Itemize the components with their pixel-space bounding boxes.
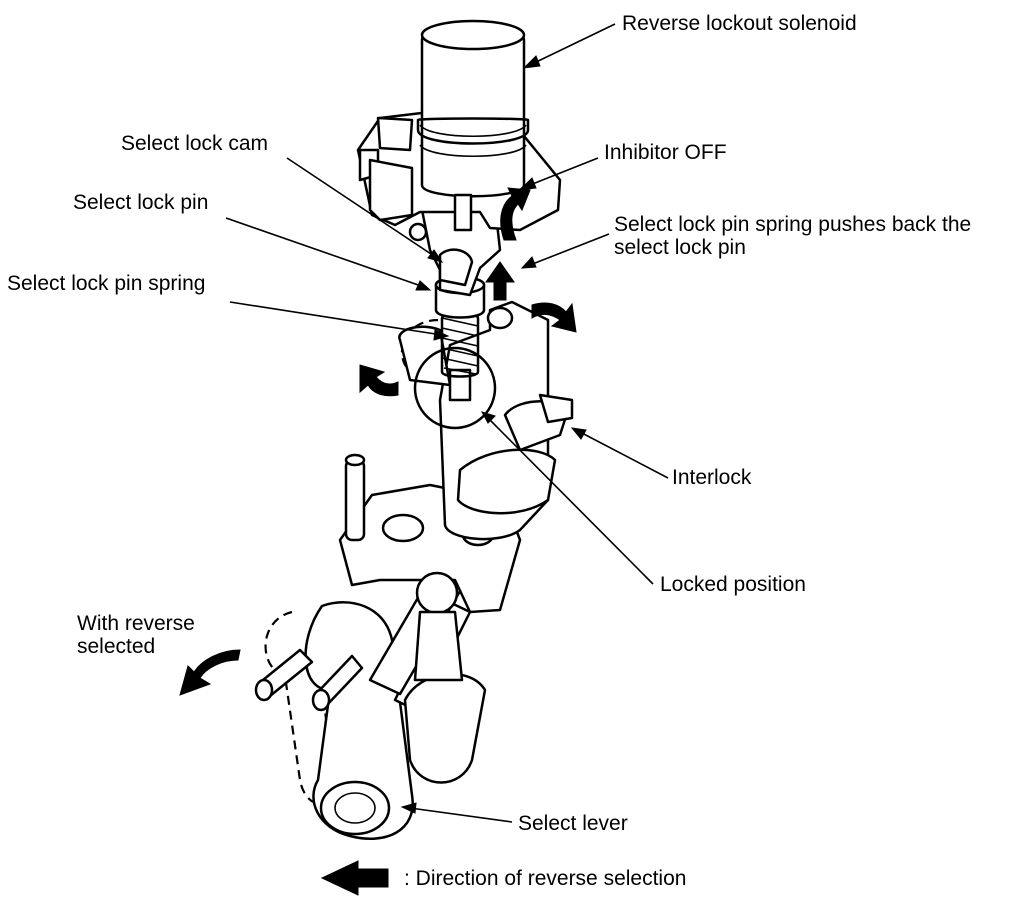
- leader-lines: [225, 23, 669, 823]
- motion-arrows: [179, 187, 577, 696]
- legend-text: : Direction of reverse selection: [404, 867, 686, 890]
- label-locked-position: Locked position: [660, 573, 806, 596]
- interlock-body: [398, 300, 574, 541]
- interlock-left-arrow: [359, 364, 399, 397]
- pin-push-arrow: [485, 261, 515, 301]
- inhibitor-off-arrow: [500, 187, 531, 241]
- locked-position-circle: [413, 346, 497, 430]
- label-spring-pushes-line1: Select lock pin spring pushes back the: [614, 213, 971, 236]
- legend-arrow-icon: [320, 860, 389, 896]
- label-select-lock-pin-spring: Select lock pin spring: [7, 272, 205, 295]
- label-with-reverse-line1: With reverse: [77, 612, 195, 635]
- label-select-lever: Select lever: [518, 812, 628, 835]
- label-inhibitor-off: Inhibitor OFF: [604, 141, 727, 164]
- label-with-reverse-line2: selected: [77, 635, 155, 658]
- label-spring-pushes-line2: select lock pin: [614, 236, 746, 259]
- label-select-lock-pin: Select lock pin: [73, 191, 208, 214]
- reverse-lockout-solenoid: [356, 19, 562, 232]
- legend: : Direction of reverse selection: [320, 860, 686, 896]
- label-reverse-lockout-solenoid: Reverse lockout solenoid: [622, 12, 857, 35]
- reverse-selected-arrow: [179, 649, 241, 696]
- interlock-right-arrow: [531, 302, 577, 333]
- label-interlock: Interlock: [672, 466, 752, 489]
- label-select-lock-cam: Select lock cam: [121, 132, 268, 155]
